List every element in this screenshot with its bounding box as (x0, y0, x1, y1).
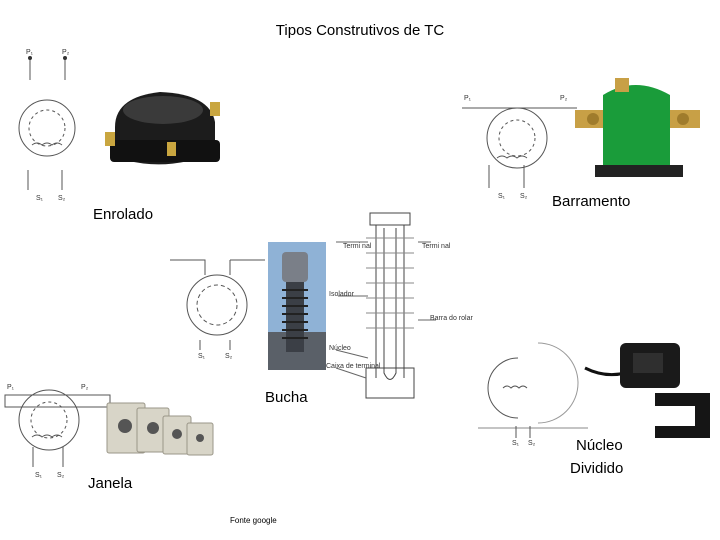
barramento-p1-label: P₁ (464, 95, 472, 102)
barramento-schematic: P₁ P₂ S₁ S₂ (462, 95, 577, 200)
enrolado-s2-label: S₂ (58, 195, 66, 202)
nucleo-s1-label: S₁ (512, 440, 520, 447)
bucha-s2-label: S₂ (225, 353, 233, 360)
bucha-s1-label: S₁ (198, 353, 206, 360)
bucha-cross-section: Termi nal Termi nal Isolador Barra do ro… (326, 212, 473, 399)
enrolado-p2-label: P₂ (62, 49, 70, 56)
nucleo-s2-label: S₂ (528, 440, 536, 447)
barramento-s1-label: S₁ (498, 193, 506, 200)
nucleo-dividido-device-photo (584, 343, 710, 438)
janela-p1-label: P₁ (7, 384, 15, 391)
barramento-s2-label: S₂ (520, 193, 528, 200)
enrolado-schematic: P₁ P₂ S₁ S₂ (18, 49, 76, 202)
enrolado-device-photo (105, 92, 220, 165)
nucleo-dividido-label-line2: Dividido (570, 460, 624, 477)
bucha-substation-photo (268, 242, 326, 370)
enrolado-p1-label: P₁ (26, 49, 34, 56)
janela-s1-label: S₁ (35, 472, 43, 479)
bucha-callout-caixa: Caixa de terminal (326, 363, 381, 370)
enrolado-label: Enrolado (93, 206, 154, 223)
janela-label: Janela (88, 475, 133, 492)
bucha-callout-terminal-left: Termi nal (343, 243, 372, 250)
slide-title: Tipos Construtivos de TC (275, 22, 445, 39)
bucha-callout-nucleo: Núcleo (329, 345, 351, 352)
bucha-callout-barra: Barra do rolar (430, 315, 473, 322)
janela-schematic: P₁ P₂ S₁ S₂ (4, 384, 111, 479)
barramento-device-photo (575, 78, 700, 177)
bucha-label: Bucha (265, 389, 308, 406)
janela-p2-label: P₂ (81, 384, 89, 391)
bucha-callout-isolador: Isolador (329, 291, 355, 298)
janela-device-photo (106, 402, 214, 456)
barramento-label: Barramento (552, 193, 631, 210)
barramento-p2-label: P₂ (560, 95, 568, 102)
source-credit: Fonte google (230, 516, 277, 525)
nucleo-dividido-label-line1: Núcleo (576, 437, 623, 454)
nucleo-dividido-schematic: S₁ S₂ (478, 342, 588, 447)
bucha-schematic: S₁ S₂ (170, 259, 265, 360)
janela-s2-label: S₂ (57, 472, 65, 479)
bucha-callout-terminal-right: Termi nal (422, 243, 451, 250)
enrolado-s1-label: S₁ (36, 195, 44, 202)
